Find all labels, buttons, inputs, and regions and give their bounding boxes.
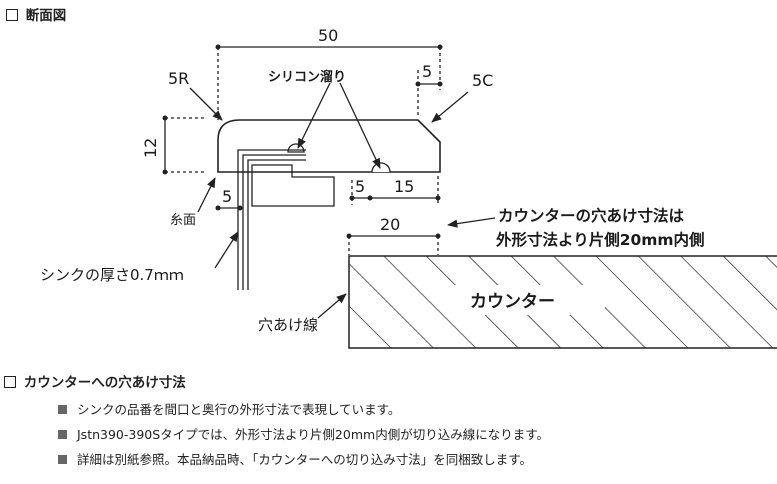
sink-edge-inner bbox=[242, 154, 306, 290]
inner-block bbox=[251, 164, 335, 207]
label-note-line2: 外形寸法より片側20mm内側 bbox=[496, 230, 705, 249]
bullet-square-icon bbox=[58, 405, 67, 414]
section-heading-text: 断面図 bbox=[25, 8, 67, 24]
frame-profile bbox=[217, 119, 441, 173]
sink-edge-inner2 bbox=[247, 159, 306, 290]
arrow-silicone-left bbox=[297, 82, 331, 149]
arrow-sink-thickness bbox=[214, 231, 239, 269]
cross-section-diagram: 50 5 5R 5C 12 5 5 15 20 シリコン溜り 糸面 シンクの厚さ… bbox=[40, 26, 777, 349]
arrow-note bbox=[446, 217, 496, 228]
label-total-width: 50 bbox=[318, 26, 338, 45]
label-note-line1: カウンターの穴あけ寸法は bbox=[498, 206, 685, 225]
hole-cut-heading: カウンターへの穴あけ寸法 bbox=[4, 371, 186, 391]
checkbox-square-icon bbox=[6, 9, 18, 21]
label-chamfer-width: 5 bbox=[422, 62, 432, 81]
list-item: Jstn390-390Sタイプでは、外形寸法より片側20mm内側が切り込み線にな… bbox=[58, 427, 549, 452]
arrow-5r bbox=[189, 87, 223, 121]
bullet-square-icon bbox=[58, 455, 67, 464]
label-hole-line: 穴あけ線 bbox=[258, 316, 318, 334]
arrow-hole-line bbox=[317, 293, 347, 319]
notes-list: シンクの品番を間口と奥行の外形寸法で表現しています。 Jstn390-390Sタ… bbox=[58, 402, 549, 477]
hole-cut-heading-text: カウンターへの穴あけ寸法 bbox=[23, 375, 186, 391]
arrow-5c bbox=[431, 91, 469, 123]
label-counter: カウンター bbox=[470, 292, 555, 312]
arrow-silicone-right bbox=[339, 82, 381, 169]
label-height: 12 bbox=[141, 138, 160, 158]
list-item: 詳細は別紙参照。本品納品時、「カウンターへの切り込み寸法」を同梱致します。 bbox=[58, 452, 549, 477]
label-inner-offset: 5 bbox=[355, 177, 365, 196]
list-item: シンクの品番を間口と奥行の外形寸法で表現しています。 bbox=[58, 402, 549, 427]
label-inner-width: 15 bbox=[394, 177, 414, 196]
label-thread-face: 糸面 bbox=[170, 213, 196, 228]
bullet-square-icon bbox=[58, 430, 67, 439]
arrow-thread-face bbox=[197, 177, 216, 213]
label-sink-thickness: シンクの厚さ0.7ｍｍ bbox=[40, 266, 184, 284]
label-left-offset: 5 bbox=[222, 187, 232, 206]
label-chamfer: 5C bbox=[472, 71, 493, 90]
label-corner-radius: 5R bbox=[168, 69, 189, 88]
label-silicone: シリコン溜り bbox=[268, 69, 346, 85]
section-heading: 断面図 bbox=[6, 4, 66, 24]
label-counter-offset: 20 bbox=[380, 215, 400, 234]
sink-edge bbox=[237, 149, 306, 290]
checkbox-square-icon bbox=[4, 376, 16, 388]
